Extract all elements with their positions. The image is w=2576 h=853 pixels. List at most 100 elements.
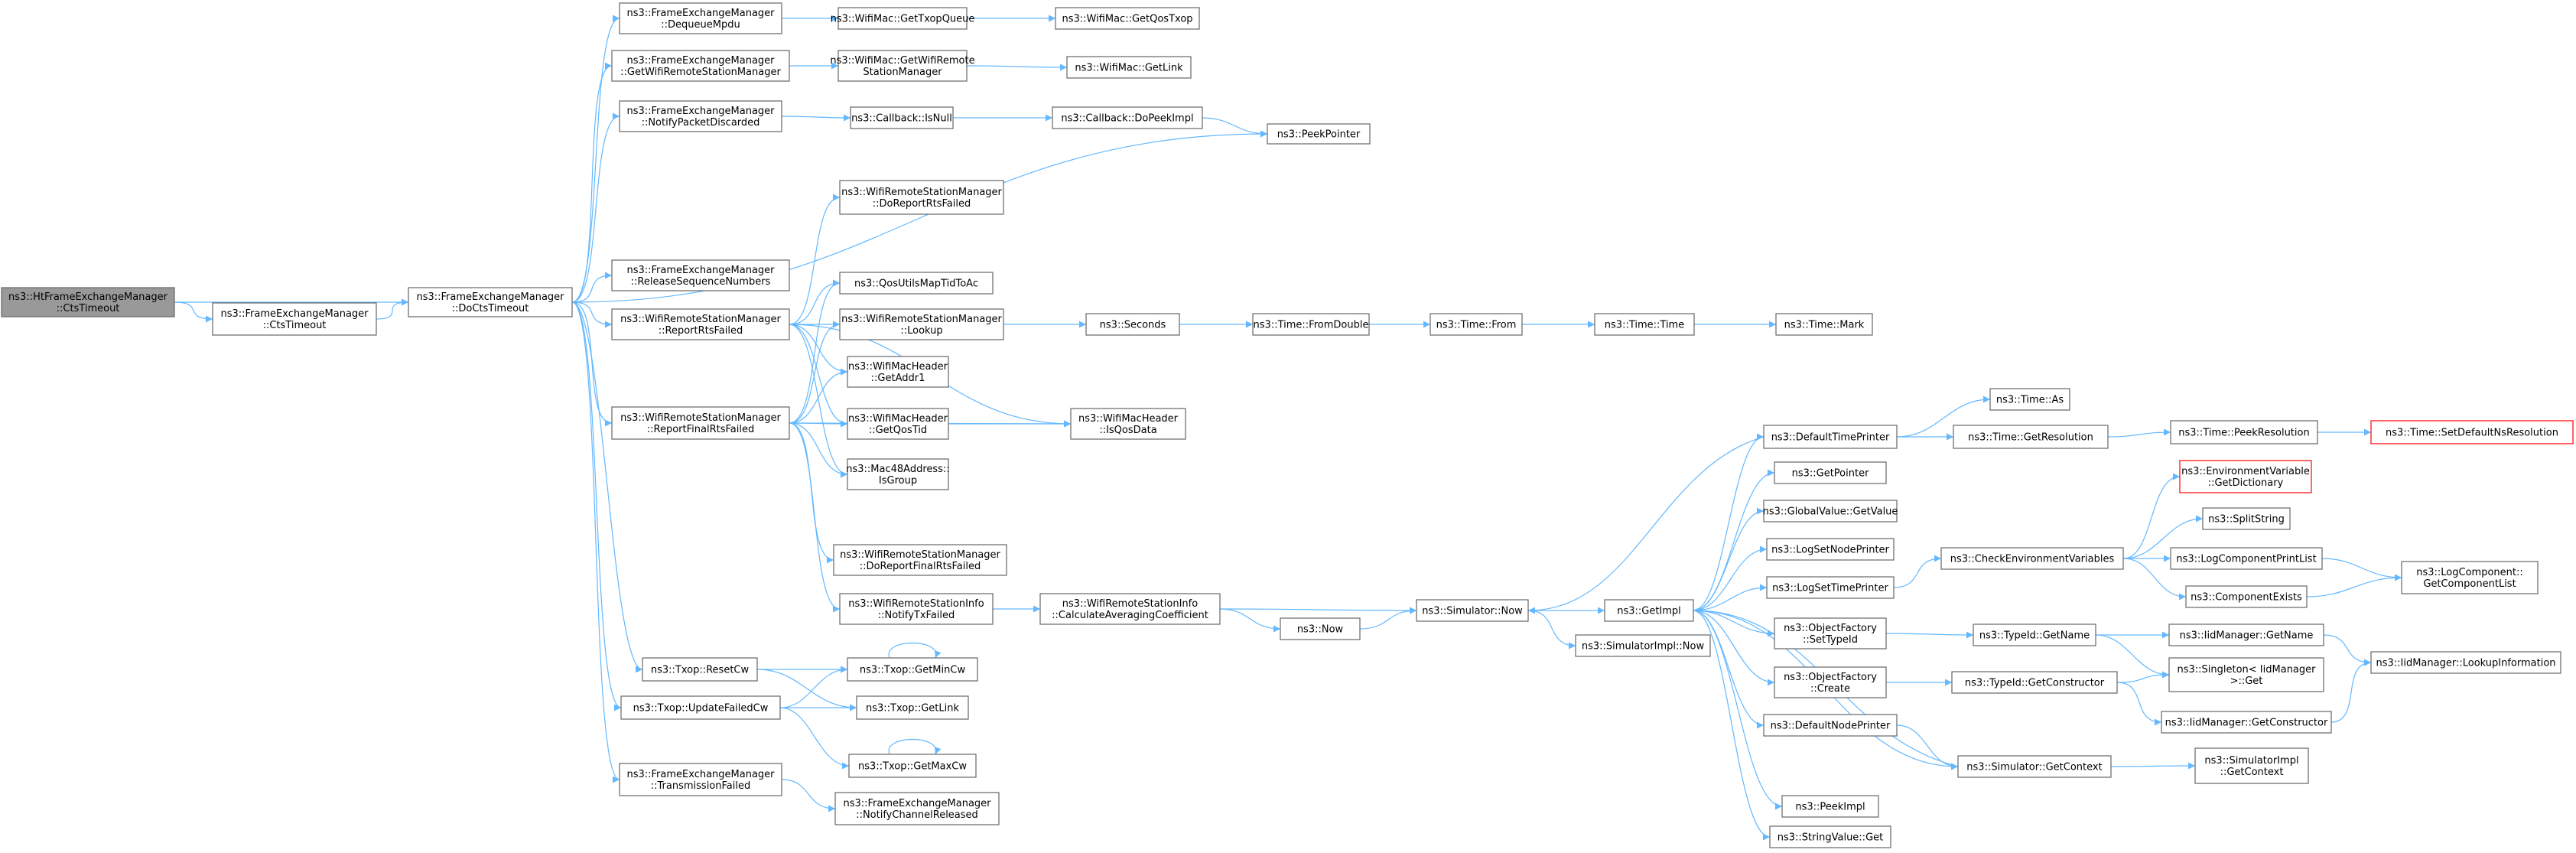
function-node-label: ns3::HtFrameExchangeManager — [8, 291, 168, 303]
function-node-box — [1070, 408, 1186, 440]
function-node[interactable]: ns3::WifiMac::GetLink — [1066, 56, 1192, 79]
function-node[interactable]: ns3::LogComponent::GetComponentList — [2401, 561, 2539, 594]
function-node[interactable]: ns3::Txop::GetMinCw — [847, 657, 978, 682]
function-node[interactable]: ns3::Now — [1280, 617, 1361, 640]
function-node[interactable]: ns3::Time::As — [1989, 388, 2070, 411]
function-node[interactable]: ns3::WifiMacHeader::IsQosData — [1070, 408, 1186, 440]
function-node[interactable]: ns3::Time::Time — [1594, 313, 1695, 336]
function-node[interactable]: ns3::Time::Mark — [1775, 313, 1873, 336]
function-node[interactable]: ns3::StringValue::Get — [1769, 825, 1891, 848]
function-node[interactable]: ns3::ObjectFactory::Create — [1774, 666, 1887, 698]
function-node[interactable]: ns3::FrameExchangeManager::TransmissionF… — [619, 763, 782, 796]
function-node[interactable]: ns3::Seconds — [1085, 313, 1180, 336]
function-node[interactable]: ns3::IidManager::GetName — [2168, 623, 2324, 646]
call-edge-n2-n5 — [571, 112, 620, 303]
function-node-truncated[interactable]: ns3::Time::SetDefaultNsResolution — [2370, 420, 2574, 444]
function-node[interactable]: ns3::FrameExchangeManager::ReleaseSequen… — [611, 259, 790, 291]
function-node[interactable]: ns3::IidManager::LookupInformation — [2370, 651, 2561, 674]
function-node[interactable]: ns3::GetPointer — [1774, 461, 1887, 484]
function-node[interactable]: ns3::Txop::GetLink — [856, 695, 969, 720]
function-node[interactable]: ns3::SimulatorImpl::GetContext — [2194, 747, 2309, 784]
function-node-label: ns3::GlobalValue::GetValue — [1763, 506, 1898, 518]
function-node[interactable]: ns3::WifiMacHeader::GetAddr1 — [847, 356, 949, 388]
function-node[interactable]: ns3::Callback::IsNull — [850, 106, 954, 129]
function-node[interactable]: ns3::TypeId::GetConstructor — [1951, 671, 2118, 694]
function-node[interactable]: ns3::PeekImpl — [1781, 795, 1879, 818]
function-node[interactable]: ns3::Simulator::Now — [1416, 599, 1529, 622]
function-node[interactable]: ns3::FrameExchangeManager::DoCtsTimeout — [408, 287, 573, 317]
function-node[interactable]: ns3::ComponentExists — [2185, 585, 2308, 608]
function-node[interactable]: ns3::SimulatorImpl::Now — [1575, 634, 1711, 657]
function-node-label: ::NotifyPacketDiscarded — [642, 117, 760, 129]
function-node[interactable]: ns3::WifiRemoteStationManager::Lookup — [839, 308, 1004, 340]
function-node[interactable]: ns3::Singleton< IidManager >::Get — [2168, 657, 2324, 692]
function-node[interactable]: ns3::QosUtilsMapTidToAc — [839, 272, 994, 295]
function-node[interactable]: ns3::Callback::DoPeekImpl — [1052, 106, 1203, 129]
function-node-label: ns3::Txop::GetMaxCw — [858, 761, 967, 773]
call-edge-n2-n12 — [571, 301, 620, 783]
function-node[interactable]: ns3::Txop::ResetCw — [642, 657, 758, 682]
function-node[interactable]: ns3::PeekPointer — [1267, 123, 1371, 145]
function-node[interactable]: ns3::DefaultNodePrinter — [1763, 714, 1898, 737]
function-node[interactable]: ns3::Mac48Address::IsGroup — [846, 458, 950, 490]
function-node[interactable]: ns3::Time::From — [1429, 313, 1523, 336]
function-node[interactable]: ns3::TypeId::GetName — [1973, 623, 2096, 646]
function-node-box — [848, 754, 977, 778]
function-node[interactable]: ns3::FrameExchangeManager::GetWifiRemote… — [611, 50, 790, 82]
function-node[interactable]: ns3::Time::GetResolution — [1953, 425, 2109, 449]
function-node[interactable]: ns3::SplitString — [2202, 507, 2291, 530]
function-node[interactable]: ns3::WifiMac::GetQosTxop — [1055, 7, 1200, 30]
function-node[interactable]: ns3::WifiMacHeader::GetQosTid — [847, 408, 949, 440]
call-edge-line — [2122, 515, 2204, 559]
function-node[interactable]: ns3::ObjectFactory::SetTypeId — [1774, 617, 1887, 650]
call-edge-line — [756, 669, 857, 711]
function-node[interactable]: ns3::FrameExchangeManager::DequeueMpdu — [619, 2, 782, 34]
function-node-box — [611, 406, 790, 440]
function-node[interactable]: ns3::GlobalValue::GetValue — [1763, 500, 1898, 523]
function-node[interactable]: ns3::WifiRemoteStationManager::DoReportF… — [833, 544, 1007, 576]
function-node[interactable]: ns3::FrameExchangeManager::NotifyPacketD… — [619, 100, 782, 132]
function-node-label: ns3::Txop::ResetCw — [651, 665, 750, 676]
function-node[interactable]: ns3::WifiRemoteStationManager::ReportFin… — [611, 406, 790, 440]
function-node-box — [212, 302, 377, 336]
function-node[interactable]: ns3::LogSetNodePrinter — [1766, 538, 1895, 561]
function-node[interactable]: ns3::FrameExchangeManager::NotifyChannel… — [834, 792, 1000, 825]
function-node[interactable]: ns3::WifiRemoteStationManager::ReportRts… — [611, 308, 790, 340]
function-node[interactable]: ns3::Simulator::GetContext — [1957, 755, 2112, 778]
function-node[interactable]: ns3::Time::PeekResolution — [2170, 420, 2318, 444]
function-node-label: ns3::Seconds — [1100, 320, 1166, 331]
function-node[interactable]: ns3::LogSetTimePrinter — [1766, 576, 1895, 599]
call-edge-n36-n68 — [1693, 610, 1783, 810]
function-node-box — [2179, 460, 2312, 493]
call-edge-line — [2095, 634, 2170, 679]
function-node-label: ns3::Time::FromDouble — [1254, 320, 1369, 331]
function-node-label: ns3::WifiMacHeader — [1078, 413, 1179, 425]
function-node[interactable]: ns3::WifiMac::GetWifiRemoteStationManage… — [830, 50, 975, 82]
function-node-box — [2202, 507, 2291, 530]
call-edge-line — [888, 642, 942, 659]
function-node[interactable]: ns3::FrameExchangeManager::CtsTimeout — [212, 302, 377, 336]
call-edge-line — [1219, 607, 1417, 614]
call-edge-n65-n66 — [1896, 724, 1959, 770]
function-node-label: ns3::WifiMac::GetWifiRemote — [830, 55, 974, 67]
function-node[interactable]: ns3::IidManager::GetConstructor — [2161, 711, 2332, 734]
function-node-label: ns3::SplitString — [2208, 514, 2285, 526]
function-node[interactable]: ns3::WifiRemoteStationInfo::NotifyTxFail… — [839, 593, 994, 625]
function-node-box — [1953, 425, 2109, 449]
function-node[interactable]: ns3::CheckEnvironmentVariables — [1940, 547, 2124, 570]
function-node[interactable]: ns3::Txop::UpdateFailedCw — [620, 695, 781, 720]
function-node[interactable]: ns3::Txop::GetMaxCw — [848, 754, 977, 778]
call-edge-n55-n56 — [2306, 574, 2402, 597]
function-node-box — [611, 308, 790, 340]
function-node[interactable]: ns3::WifiRemoteStationInfo::CalculateAve… — [1039, 593, 1221, 625]
function-node[interactable]: ns3::Time::FromDouble — [1252, 313, 1370, 336]
function-node-label: ns3::Callback::IsNull — [851, 113, 952, 125]
call-edge-n2-n8 — [571, 301, 613, 328]
function-node[interactable]: ns3::GetImpl — [1604, 599, 1694, 622]
function-node-truncated[interactable]: ns3::EnvironmentVariable::GetDictionary — [2179, 460, 2312, 493]
function-node[interactable]: ns3::LogComponentPrintList — [2170, 547, 2323, 570]
function-node[interactable]: ns3::WifiMac::GetTxopQueue — [831, 7, 975, 30]
function-node[interactable]: ns3::WifiRemoteStationManager::DoReportR… — [839, 180, 1004, 215]
function-node[interactable]: ns3::DefaultTimePrinter — [1763, 425, 1898, 449]
function-node-root[interactable]: ns3::HtFrameExchangeManager::CtsTimeout — [1, 287, 175, 317]
